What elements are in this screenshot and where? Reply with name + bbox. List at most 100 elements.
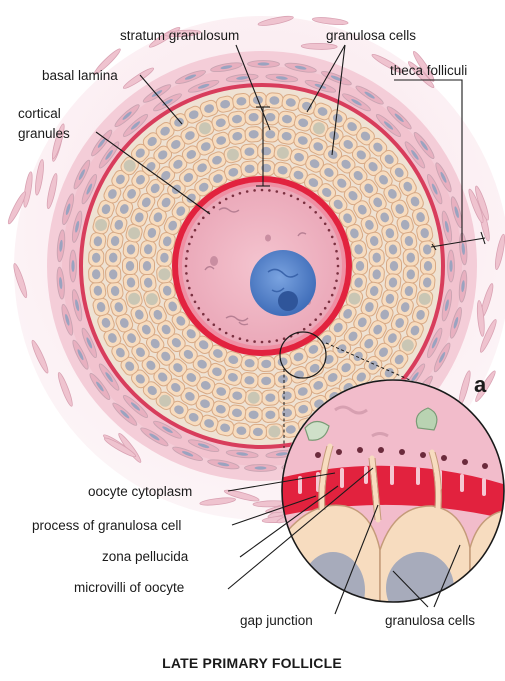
granulosa-nucleus — [372, 252, 381, 263]
granulosa-nucleus — [96, 302, 106, 312]
granulosa-nucleus — [162, 285, 172, 296]
granulosa-nucleus — [91, 269, 101, 280]
granulosa-nucleus — [293, 352, 304, 362]
cortical-granule — [253, 189, 256, 192]
label-cortical-granules-line2: granules — [18, 126, 70, 141]
label-zona-pellucida: zona pellucida — [102, 549, 189, 564]
stromal-cell — [475, 185, 489, 221]
granulosa-nucleus — [332, 113, 343, 123]
granulosa-nucleus — [247, 391, 260, 404]
granulosa-nucleus — [135, 148, 145, 158]
granulosa-nucleus — [373, 197, 383, 208]
stromal-cell — [57, 372, 73, 407]
cortical-granule — [302, 201, 306, 205]
theca-nucleus — [411, 149, 419, 160]
granulosa-nucleus — [395, 318, 405, 328]
theca-nucleus — [217, 462, 230, 467]
granulosa-nucleus — [186, 329, 196, 339]
cortical-granule — [212, 323, 216, 327]
granulosa-nucleus — [158, 150, 168, 160]
theca-nucleus — [411, 372, 419, 383]
granulosa-nucleus — [114, 219, 124, 230]
granulosa-nucleus — [416, 309, 425, 320]
theca-nucleus — [254, 466, 267, 470]
granulosa-nucleus — [373, 142, 383, 152]
granulosa-nucleus — [185, 131, 195, 140]
granulosa-nucleus — [226, 148, 239, 161]
granulosa-nucleus — [215, 404, 226, 414]
granulosa-nucleus — [337, 344, 347, 354]
granulosa-nucleus — [153, 309, 163, 320]
cortical-granule — [207, 318, 210, 322]
cortical-granule — [308, 323, 312, 327]
granulosa-nucleus — [136, 175, 145, 185]
theca-nucleus — [97, 138, 106, 148]
granulosa-nucleus — [134, 309, 144, 320]
stromal-cell — [13, 263, 28, 299]
granulosa-nucleus — [158, 268, 171, 281]
granulosa-nucleus — [128, 227, 141, 240]
granulosa-nucleus — [236, 97, 247, 106]
granulosa-nucleus — [385, 293, 395, 304]
granulosa-nucleus — [126, 244, 136, 255]
granulosa-nucleus — [293, 170, 304, 180]
labels: stratum granulosum granulosa cells basal… — [18, 28, 487, 671]
granulosa-nucleus — [401, 339, 414, 352]
theca-nucleus — [394, 113, 404, 123]
granulosa-nucleus — [285, 425, 296, 434]
granulosa-nucleus — [356, 150, 366, 160]
stromal-cell — [311, 17, 349, 26]
granulosa-nucleus — [422, 277, 432, 288]
cortical-granule — [308, 206, 312, 209]
granulosa-nucleus — [337, 178, 347, 188]
magnified-detail-panel — [281, 379, 505, 603]
granulosa-nucleus — [248, 410, 259, 420]
granulosa-nucleus — [147, 136, 157, 147]
granulosa-nucleus — [168, 301, 178, 312]
cortical-granule — [289, 194, 293, 198]
granulosa-nucleus — [297, 136, 308, 145]
granulosa-nucleus — [356, 372, 366, 382]
cortical-granule — [323, 222, 327, 226]
granulosa-nucleus — [183, 173, 194, 183]
cortical-granule — [231, 334, 235, 338]
granulosa-nucleus — [200, 142, 211, 151]
granulosa-nucleus — [127, 333, 136, 343]
cortical-granule — [190, 293, 194, 297]
granulosa-nucleus — [174, 405, 184, 415]
granulosa-nucleus — [171, 383, 181, 392]
cortical-granule — [333, 286, 337, 290]
cortical-granule — [296, 197, 300, 201]
granulosa-nucleus — [186, 150, 197, 159]
cortical-granule — [302, 327, 306, 331]
theca-nucleus — [314, 83, 327, 89]
stromal-cell — [31, 339, 49, 374]
granulosa-nucleus — [220, 99, 231, 109]
granulosa-nucleus — [248, 130, 259, 139]
cortical-granule — [330, 235, 334, 239]
theca-nucleus — [330, 75, 343, 81]
granulosa-nucleus — [108, 252, 118, 263]
cortical-granule — [245, 339, 249, 342]
granulosa-nucleus — [160, 252, 169, 263]
granulosa-nucleus — [232, 114, 242, 124]
theca-nucleus — [75, 220, 80, 233]
cortical-granule — [314, 318, 318, 322]
granulosa-nucleus — [248, 112, 259, 122]
granulosa-nucleus — [127, 189, 136, 199]
granulosa-nucleus — [369, 236, 379, 246]
theca-nucleus — [294, 65, 307, 70]
granulosa-nucleus — [395, 204, 405, 214]
cortical-granule — [330, 293, 334, 297]
granulosa-nucleus — [261, 359, 272, 369]
cortical-granule — [202, 312, 205, 316]
theca-nucleus — [383, 121, 394, 130]
granulosa-nucleus — [146, 360, 156, 370]
stromal-cell — [479, 319, 497, 353]
granulosa-nucleus — [183, 349, 194, 359]
granulosa-nucleus — [199, 122, 211, 135]
granulosa-nucleus — [357, 204, 367, 215]
theca-nucleus — [105, 372, 113, 383]
granulosa-nucleus — [410, 196, 420, 207]
granulosa-nucleus — [126, 277, 136, 288]
